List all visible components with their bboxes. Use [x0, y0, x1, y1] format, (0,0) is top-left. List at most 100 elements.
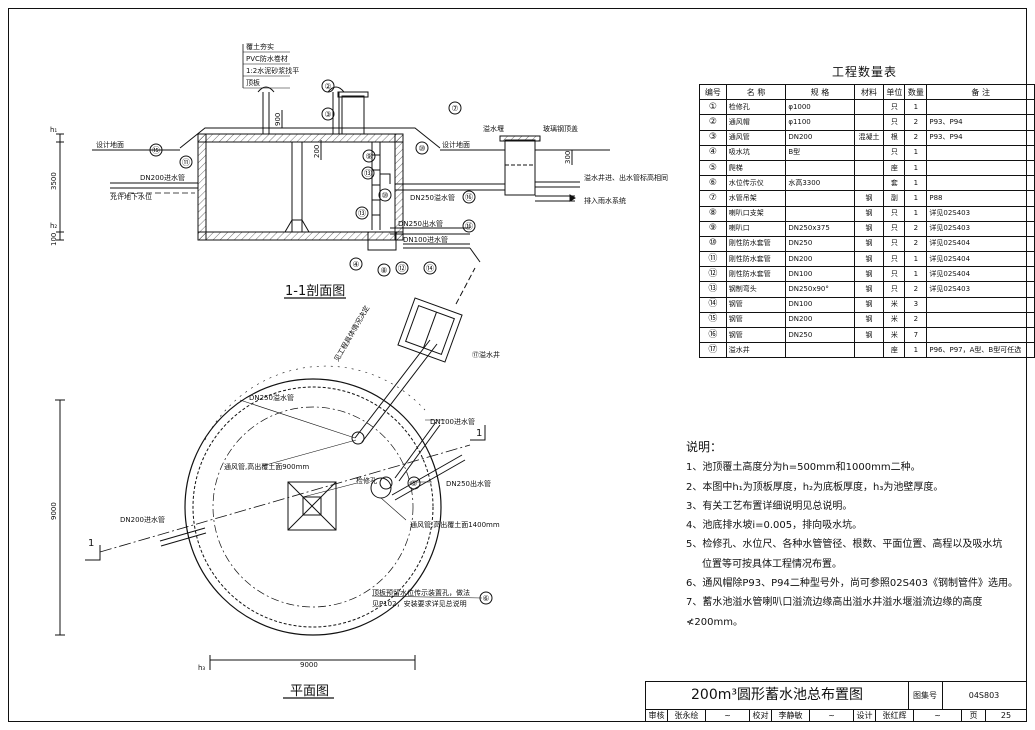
plan-title: 平面图: [290, 684, 329, 699]
table-cell-spec: 水高3300: [785, 175, 855, 192]
table-cell-spec: DN250x90°: [785, 281, 855, 298]
section-callouts: ⑮ ⑪ ② ③ ⑦ ⑨ ⑩ ⑬ ⑩ ⑬ ④ ⑧ ⑫ ⑭ ⑯ ⑯: [152, 82, 473, 275]
signature-row: 审核 张永绘 ~ 校对 李静敏 ~ 设计 张红辉 ~ 页 25: [646, 709, 1026, 722]
plan-callout-5: ⑤: [410, 479, 417, 488]
manhole-label: 检修孔: [356, 476, 377, 485]
table-cell-mat: [853, 159, 885, 177]
table-cell-spec: DN100: [785, 296, 855, 313]
layer-label-1: 覆土夯实: [246, 42, 274, 51]
table-cell-mat: 钢: [853, 251, 885, 268]
col-qty: 数量: [904, 83, 928, 101]
plan-dn250-over-label: DN250溢水管: [249, 393, 294, 402]
table-cell-note: 详见02S403: [926, 205, 1035, 222]
table-cell-no: ⑩: [699, 235, 727, 253]
table-cell-name: 钢管: [725, 326, 787, 344]
table-cell-note: [926, 99, 1035, 116]
col-unit: 单位: [883, 83, 906, 101]
table-cell-name: 爬梯: [725, 159, 787, 177]
plan-dim-9000: 9000: [300, 661, 318, 669]
table-cell-qty: 2: [904, 129, 928, 146]
cover-label: 玻璃钢顶盖: [543, 124, 578, 133]
section-1-1: [56, 44, 610, 299]
sensor-note-2: 见P102，安装要求详见总说明: [372, 599, 467, 608]
atlas-label: 图集号: [908, 682, 943, 710]
callout-15: ⑮: [152, 146, 160, 155]
overflow-note: 溢水井进、出水管标高相同: [584, 173, 668, 182]
table-cell-note: 详见02S404: [926, 235, 1035, 253]
note-3: 3、有关工艺布置详细说明见总说明。: [686, 500, 853, 512]
table-cell-qty: 2: [904, 311, 928, 329]
table-cell-mat: [853, 99, 885, 116]
table-cell-name: 喇叭口支架: [725, 205, 787, 222]
callout-2: ②: [324, 82, 331, 91]
callout-11: ⑪: [182, 158, 190, 167]
callout-9: ⑨: [365, 152, 372, 161]
title-block: 200m³圆形蓄水池总布置图 图集号 04S803 审核 张永绘 ~ 校对 李静…: [645, 681, 1027, 722]
table-cell-qty: 2: [904, 220, 928, 237]
table-cell-unit: 副: [883, 190, 906, 207]
plan-dim-9000v: 9000: [50, 502, 58, 520]
table-cell-spec: φ1100: [785, 114, 855, 131]
table-cell-note: [926, 311, 1035, 329]
table-cell-unit: 只: [883, 235, 906, 253]
table-cell-mat: [853, 144, 885, 161]
plan-dn100-label: DN100进水管: [430, 417, 475, 426]
col-mat: 材料: [853, 83, 885, 101]
table-cell-unit: 套: [883, 175, 906, 192]
col-no: 编号: [699, 83, 727, 101]
check-label: 校对: [750, 709, 772, 722]
plan-h3-label: h₃: [198, 664, 205, 672]
section-dn250-over-label: DN250溢水管: [410, 193, 455, 202]
table-cell-spec: [785, 190, 855, 207]
layer-label-3: 1:2水泥砂浆找平: [246, 66, 299, 75]
dim-100: 100: [50, 233, 58, 246]
table-cell-unit: 只: [883, 99, 906, 116]
table-cell-note: [926, 326, 1035, 344]
section-labels: 覆土夯实 PVC防水卷材 1:2水泥砂浆找平 顶板 设计地面 设计地面 允许地下…: [50, 42, 668, 246]
table-cell-no: ④: [699, 144, 727, 161]
table-cell-no: ⑪: [699, 251, 727, 268]
layer-label-2: PVC防水卷材: [246, 54, 288, 63]
table-cell-qty: 1: [904, 342, 928, 359]
callout-4: ④: [352, 260, 359, 269]
table-cell-name: 钢制弯头: [725, 281, 787, 298]
note-6: 6、通风帽除P93、P94二种型号外，尚可参照02S403《钢制管件》选用。: [686, 578, 1019, 590]
note-1: 1、池顶覆土高度分为h=500mm和1000mm二种。: [686, 462, 921, 474]
table-cell-unit: 只: [883, 266, 906, 283]
quantity-table-header: 编号 名 称 规 格 材料 单位 数量 备 注: [699, 83, 1035, 101]
vent-1400-label: 通风管,高出覆土面1400mm: [410, 520, 500, 529]
table-cell-note: 详见02S403: [926, 281, 1035, 298]
table-cell-spec: [785, 159, 855, 177]
plan-view: [55, 267, 493, 699]
table-cell-qty: 3: [904, 296, 928, 313]
table-cell-qty: 1: [904, 251, 928, 268]
table-cell-spec: [785, 205, 855, 222]
table-cell-no: ①: [699, 99, 727, 116]
table-cell-mat: 钢: [853, 220, 885, 237]
callout-14: ⑭: [426, 264, 434, 273]
table-cell-note: 详见02S404: [926, 251, 1035, 268]
plan-callout-6: ⑥: [482, 594, 489, 603]
ground-right-label: 设计地面: [442, 140, 470, 149]
table-cell-mat: 钢: [853, 205, 885, 222]
h2-label: h₂: [50, 222, 57, 230]
table-cell-no: ⑬: [699, 281, 727, 298]
table-cell-mat: 钢: [853, 235, 885, 253]
designer-name: 张红辉: [876, 709, 914, 722]
drain-label: 排入雨水系统: [584, 196, 626, 205]
note-4: 4、池底排水坡i=0.005，排向吸水坑。: [686, 520, 863, 532]
table-cell-name: 水管吊架: [725, 190, 787, 207]
dim-900: 900: [274, 113, 282, 126]
dim-200: 200: [313, 145, 321, 158]
table-cell-spec: DN250: [785, 326, 855, 344]
table-cell-name: 刚性防水套管: [725, 251, 787, 268]
table-cell-spec: DN250x375: [785, 220, 855, 237]
table-cell-qty: 1: [904, 205, 928, 222]
